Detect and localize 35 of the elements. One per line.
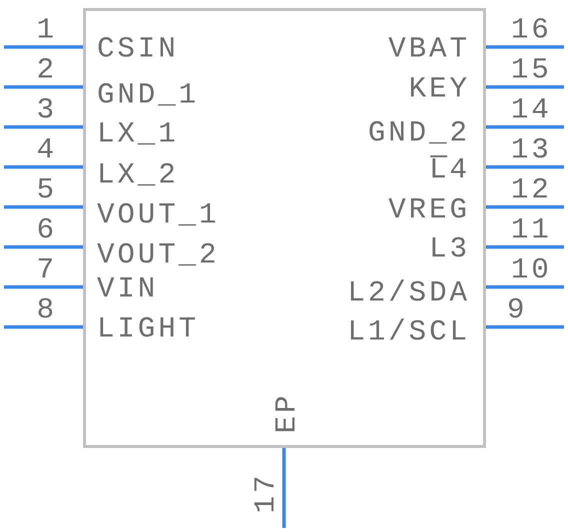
- pin-number: 16: [511, 16, 552, 44]
- pin-name: LIGHT: [97, 314, 200, 344]
- pin-number: 11: [511, 216, 552, 244]
- pin-number: 15: [511, 56, 552, 84]
- pin-name: L3: [429, 234, 470, 264]
- pin-name: VOUT_1: [97, 200, 220, 230]
- pin-name: VIN: [97, 274, 158, 304]
- pin-number: 5: [36, 176, 57, 204]
- pin-name: GND_2: [368, 118, 470, 148]
- pin-name: KEY: [408, 74, 470, 104]
- pin-number: 13: [511, 136, 552, 164]
- pin-number: 4: [36, 136, 57, 164]
- pin-number: 3: [36, 96, 57, 124]
- pin-name: L1/SCL: [348, 318, 470, 346]
- pin-number: 1: [36, 16, 57, 44]
- pin-name: LX_1: [97, 120, 179, 148]
- pin-name: L̅4: [429, 156, 470, 184]
- pin-number: 17: [252, 472, 280, 514]
- pin-name: VREG: [388, 196, 470, 224]
- pin-number: 2: [36, 56, 57, 84]
- pin-number: 8: [36, 296, 57, 324]
- pin-name: L2/SDA: [348, 278, 470, 308]
- pin-number: 12: [511, 176, 552, 204]
- pin-number: 10: [511, 256, 552, 284]
- pin-number: 6: [36, 216, 57, 244]
- ic-body: [82, 8, 486, 448]
- pin-name: VBAT: [388, 34, 470, 64]
- pin-name: EP: [272, 392, 302, 434]
- pin-number: 9: [507, 296, 528, 324]
- pin-name: VOUT_2: [97, 240, 220, 270]
- pin-name: LX_2: [97, 160, 179, 190]
- pin-number: 14: [511, 96, 552, 124]
- pin-number: 7: [36, 256, 57, 284]
- pin-name: CSIN: [97, 34, 179, 64]
- pin-name: GND_1: [97, 80, 200, 110]
